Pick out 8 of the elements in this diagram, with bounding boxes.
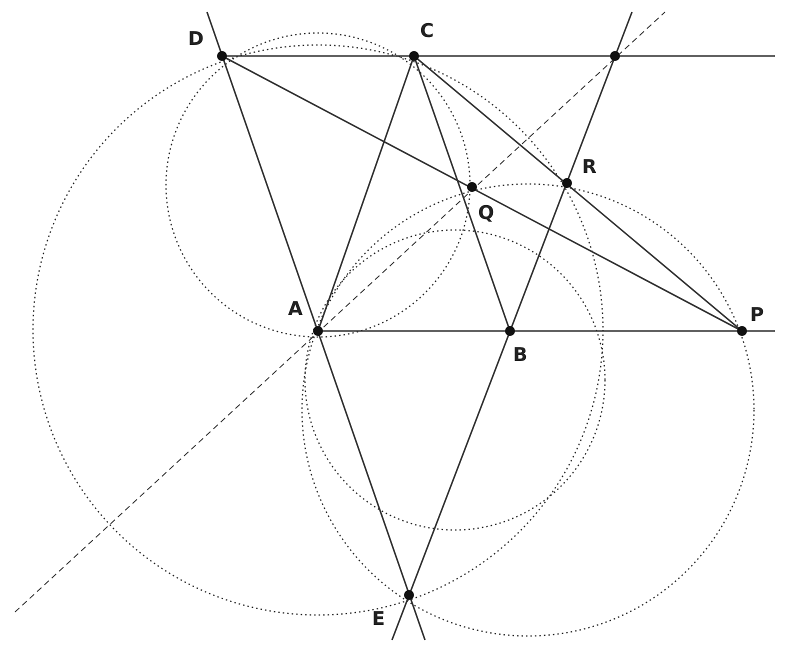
point-label: B (513, 346, 528, 365)
point-label: Q (478, 204, 494, 223)
point-label: A (288, 300, 303, 319)
point-label: R (582, 158, 597, 177)
point-label: D (188, 30, 204, 49)
point-label: E (372, 610, 385, 629)
point-label: P (750, 306, 764, 325)
point-label: C (420, 22, 434, 41)
